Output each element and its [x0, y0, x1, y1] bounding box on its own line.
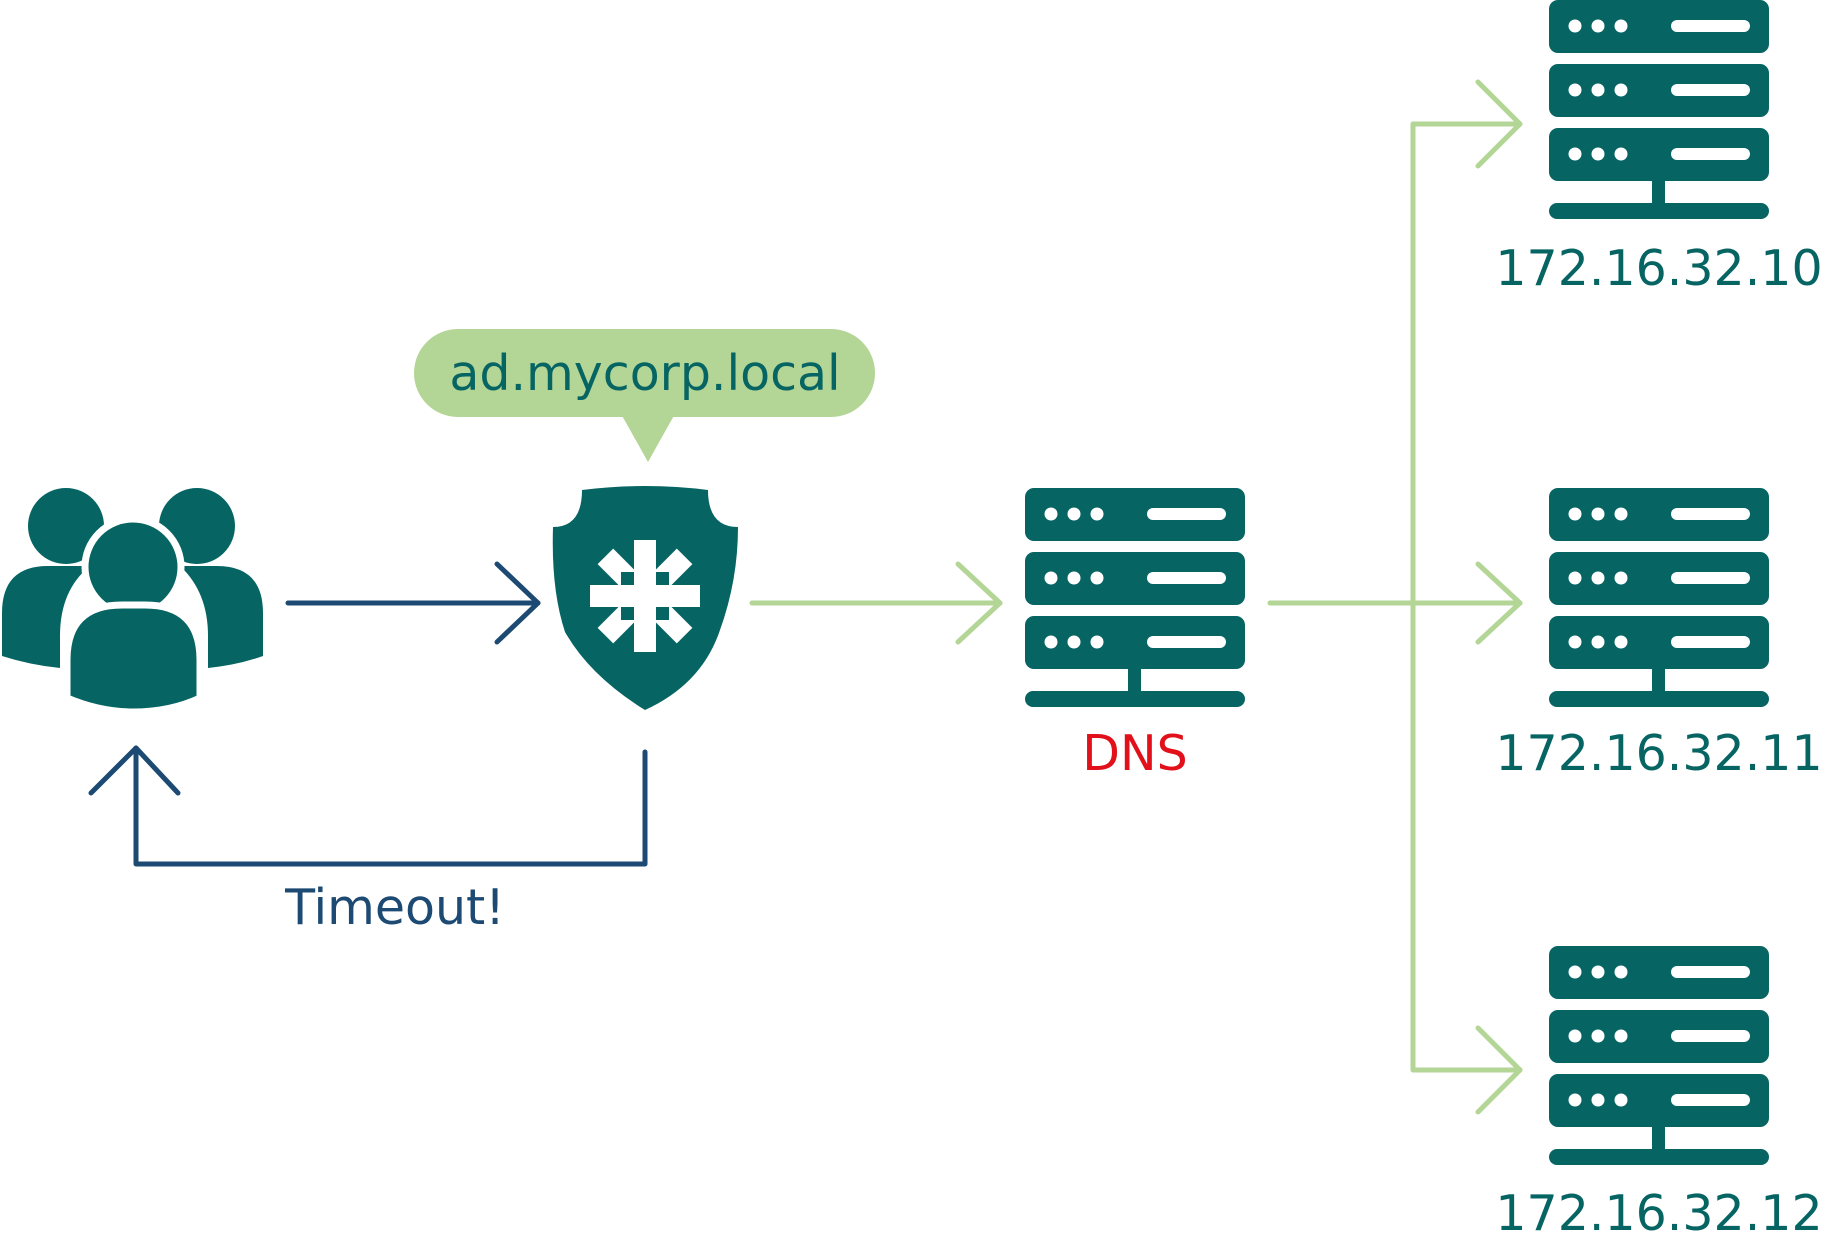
server-icon-3: [1549, 946, 1769, 1165]
server-ip-label-2: 172.16.32.11: [1495, 725, 1822, 782]
timeout-arrow: [88, 745, 648, 867]
query-arrow: [749, 561, 1003, 645]
server-icon-1: [1549, 0, 1769, 219]
dns-server-icon: [1025, 488, 1245, 707]
domain-bubble-label: ad.mycorp.local: [449, 345, 840, 402]
users-group-icon: [2, 488, 263, 716]
timeout-label: Timeout!: [284, 879, 505, 936]
server-icon-2: [1549, 488, 1769, 707]
server-ip-label-1: 172.16.32.10: [1495, 240, 1822, 297]
forward-arrows: [1267, 79, 1523, 1115]
request-arrow: [285, 561, 541, 645]
domain-bubble: ad.mycorp.local: [414, 329, 875, 462]
server-ip-label-3: 172.16.32.12: [1495, 1185, 1822, 1242]
shield-asterisk-icon: [552, 486, 738, 710]
dns-label: DNS: [1082, 725, 1188, 782]
